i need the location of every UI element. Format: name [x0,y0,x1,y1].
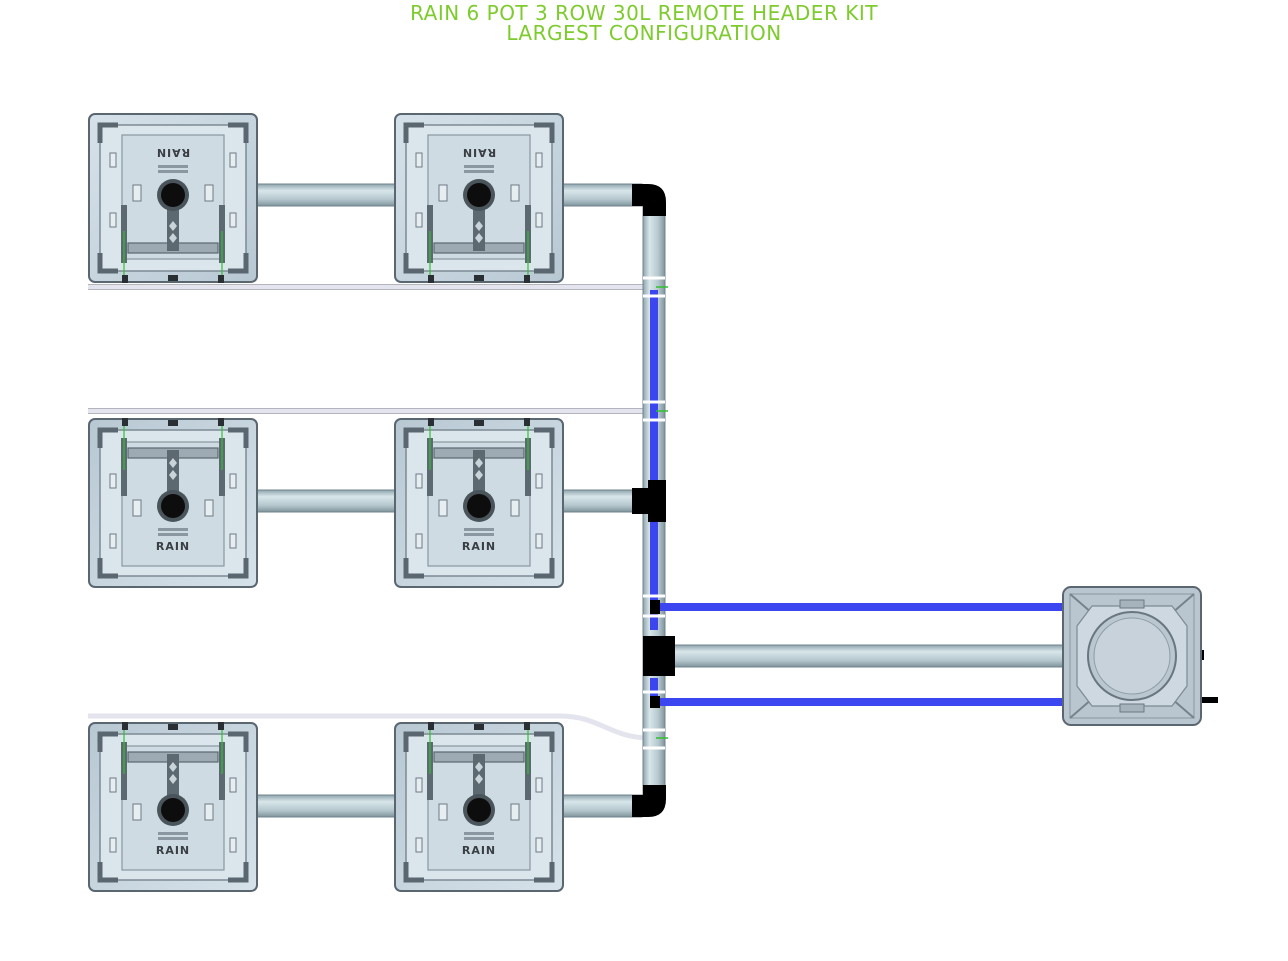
pot-row-1-col-1: RAIN [89,114,257,283]
pump-supply-pipe [667,644,1065,668]
pot-row-2-col-2: RAIN [395,418,563,587]
elbow-fittings [632,184,1218,817]
white-drip-lines [88,284,651,741]
pot-label: RAIN [156,146,190,159]
remote-header-pump-unit [1062,586,1202,726]
blue-feed-line [650,290,1062,706]
diagram-title-line-2: LARGEST CONFIGURATION [506,21,782,45]
pot-row-3-col-2: RAIN [395,722,563,891]
pot-label: RAIN [462,844,496,857]
pot-connector-pipes [255,183,643,818]
pot-label: RAIN [156,844,190,857]
pot-label: RAIN [156,540,190,553]
diagram-title-line-1: RAIN 6 POT 3 ROW 30L REMOTE HEADER KIT [410,1,878,25]
pot-row-2-col-1: RAIN [89,418,257,587]
pot-label: RAIN [462,146,496,159]
pot-row-3-col-1: RAIN [89,722,257,891]
pot-label: RAIN [462,540,496,553]
pot-row-1-col-2: RAIN [395,114,563,283]
